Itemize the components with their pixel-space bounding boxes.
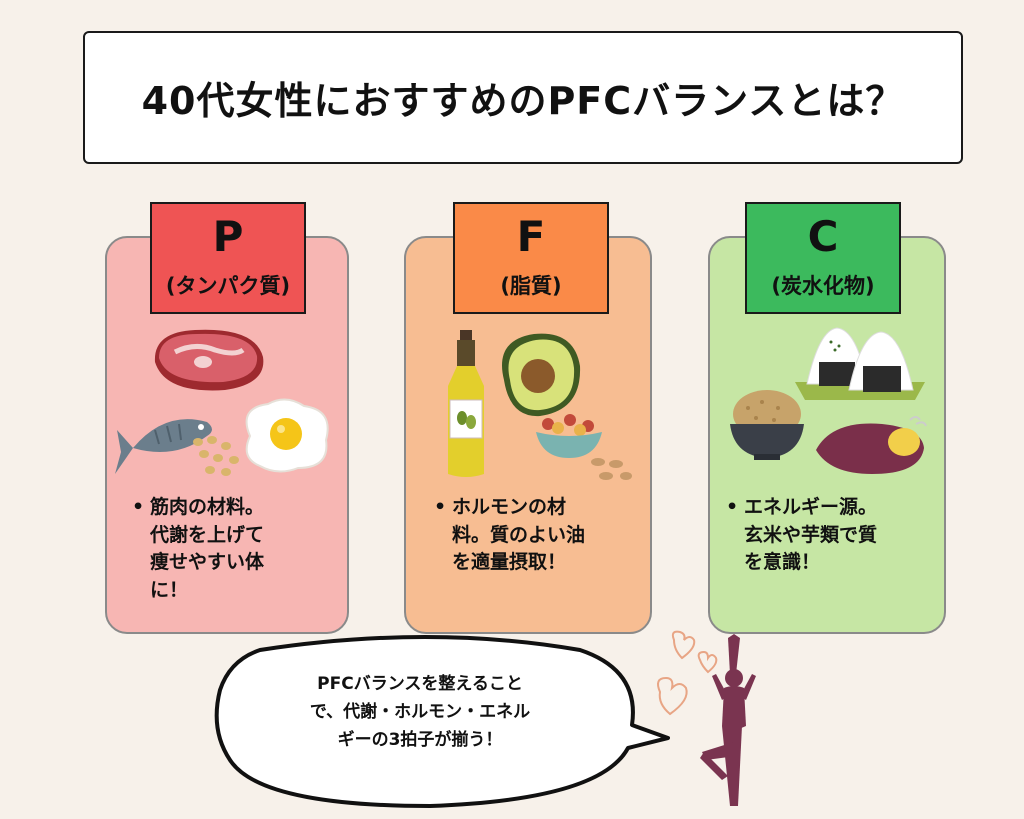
bullet-dot: • <box>726 496 739 518</box>
protein-bullet-text: 筋肉の材料。 代謝を上げて 痩せやすい体 に！ <box>150 496 265 601</box>
title-box: 40代女性におすすめのPFCバランスとは？ <box>83 31 963 164</box>
carb-tag: C (炭水化物) <box>745 202 901 314</box>
fat-bullet: • ホルモンの材 料。質のよい油 を適量摂取！ <box>434 494 642 577</box>
onigiri-icon <box>795 327 925 400</box>
brown-rice-bowl-icon <box>730 390 804 460</box>
meat-icon <box>154 329 264 391</box>
protein-bullet: • 筋肉の材料。 代謝を上げて 痩せやすい体 に！ <box>132 494 328 604</box>
carb-bullet-text: エネルギー源。 玄米や芋類で質 を意識！ <box>744 496 878 574</box>
fish-icon <box>115 419 212 474</box>
bullet-dot: • <box>434 496 447 518</box>
sweet-potato-icon <box>816 416 927 474</box>
yoga-woman-icon <box>657 630 756 806</box>
fat-letter: F <box>516 212 546 261</box>
carb-letter: C <box>807 212 839 261</box>
protein-label: (タンパク質) <box>165 274 291 298</box>
avocado-icon <box>502 333 581 417</box>
egg-icon <box>245 398 329 473</box>
nuts-bowl-icon <box>536 414 602 458</box>
fat-bullet-text: ホルモンの材 料。質のよい油 を適量摂取！ <box>452 496 586 574</box>
page-title: 40代女性におすすめのPFCバランスとは？ <box>141 79 905 123</box>
fat-label: (脂質) <box>500 274 562 298</box>
protein-tag: P (タンパク質) <box>150 202 306 314</box>
bullet-dot: • <box>132 496 145 518</box>
carb-label: (炭水化物) <box>771 274 875 298</box>
speech-bubble <box>214 635 670 808</box>
carb-bullet: • エネルギー源。 玄米や芋類で質 を意識！ <box>726 494 934 577</box>
protein-letter: P <box>212 212 244 261</box>
speech-bubble-text: PFCバランスを整えること で、代謝・ホルモン・エネル ギーの3拍子が揃う！ <box>309 674 531 751</box>
fat-tag: F (脂質) <box>453 202 609 314</box>
soybeans-icon <box>193 436 239 476</box>
olive-oil-icon <box>448 330 484 477</box>
almonds-icon <box>591 458 632 480</box>
